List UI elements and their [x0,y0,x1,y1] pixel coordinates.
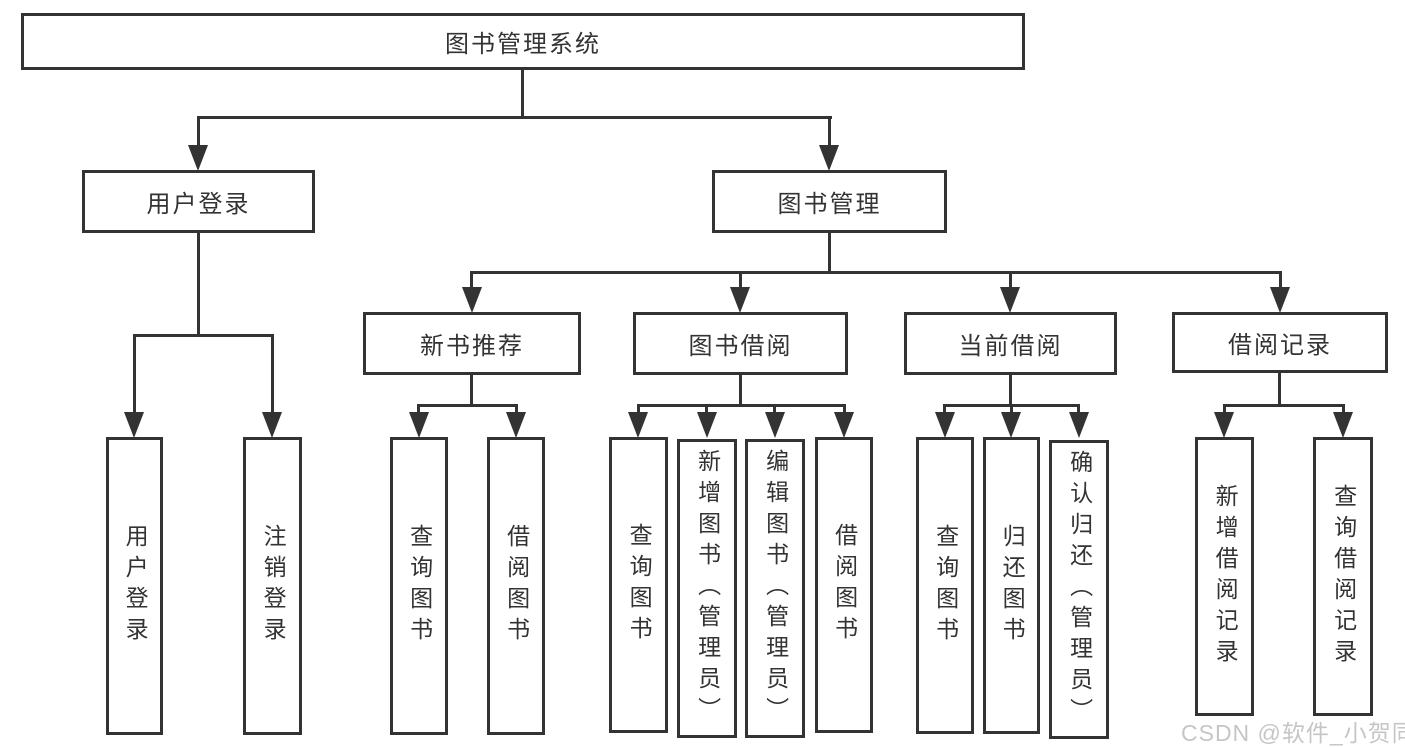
connector-new-book-branch [417,404,518,407]
node-label: 确认归还（管理员） [1066,450,1093,729]
node-cur-confirm-return: 确认归还（管理员） [1049,440,1109,739]
node-label: 查询借阅记录 [1330,483,1357,670]
node-rec-query-book: 查询图书 [390,437,448,735]
node-label: 新书推荐 [420,333,524,360]
down-arrow-icon [462,287,482,313]
connector-level2-shaft [470,273,473,291]
node-bb-borrow-book: 借阅图书 [815,437,873,733]
down-arrow-icon [730,287,750,313]
down-arrow-icon [834,412,854,438]
connector-root-stem [521,70,524,119]
node-label: 新增图书（管理员） [694,449,721,728]
node-label: 注销登录 [260,524,287,648]
node-label: 查询图书 [932,523,959,648]
node-label: 借阅记录 [1228,332,1332,359]
node-book-borrow: 图书借阅 [633,312,848,375]
connector-user-login-stem [197,233,200,337]
node-label: 图书管理 [777,191,882,218]
node-label: 编辑图书（管理员） [762,449,789,728]
node-new-book-recommend: 新书推荐 [363,312,581,375]
node-rc-add-record: 新增借阅记录 [1195,437,1254,716]
connector-root-branch [197,116,832,119]
node-book-management: 图书管理 [712,170,947,233]
down-arrow-icon [628,412,648,438]
connector-level2-shaft [1279,273,1282,291]
down-arrow-icon [506,412,526,438]
down-arrow-icon [262,412,282,438]
node-label: 归还图书 [999,523,1026,648]
node-current-borrow: 当前借阅 [904,312,1117,375]
node-label: 借阅图书 [503,524,530,648]
connector-new-book-stem [470,375,473,407]
node-cur-return-book: 归还图书 [983,437,1040,734]
connector-book-borrow-stem [739,375,742,406]
down-arrow-icon [409,412,429,438]
connector-book-management-branch [470,271,1282,274]
node-root: 图书管理系统 [21,13,1025,70]
connector-user-login-branch [133,334,274,337]
node-leaf-logout: 注销登录 [243,437,302,735]
connector-book-borrow-branch [637,404,846,407]
down-arrow-icon [1333,412,1353,438]
down-arrow-icon [819,145,839,171]
down-arrow-icon [1069,412,1089,438]
down-arrow-icon [935,412,955,438]
down-arrow-icon [188,145,208,171]
down-arrow-icon [1001,412,1021,438]
node-rec-borrow-book: 借阅图书 [487,437,545,735]
down-arrow-icon [1270,287,1290,313]
connector-borrow-records-stem [1278,373,1281,406]
connector-leaf-shaft [133,336,136,416]
connector-current-borrow-branch [943,404,1080,407]
node-label: 图书借阅 [688,333,793,360]
node-bb-add-book: 新增图书（管理员） [677,439,737,738]
connector-borrow-records-branch [1223,404,1345,407]
down-arrow-icon [1214,412,1234,438]
node-bb-query-book: 查询图书 [609,437,668,733]
node-rc-query-record: 查询借阅记录 [1313,437,1373,716]
connector-user-login-shaft [197,117,200,152]
node-label: 新增借阅记录 [1212,483,1239,670]
down-arrow-icon [697,412,717,438]
connector-book-management-stem [828,233,831,274]
node-cur-query-book: 查询图书 [916,437,974,734]
node-borrow-records: 借阅记录 [1172,312,1388,373]
node-user-login: 用户登录 [82,170,315,233]
node-label: 查询图书 [406,524,433,648]
connector-book-management-shaft [828,117,831,152]
down-arrow-icon [124,412,144,438]
node-label: 用户登录 [122,524,149,648]
connector-leaf-shaft [271,336,274,416]
node-label: 查询图书 [626,523,653,647]
down-arrow-icon [765,412,785,438]
node-leaf-user-login: 用户登录 [106,437,163,735]
node-label: 当前借阅 [958,333,1063,360]
connector-current-borrow-stem [1009,375,1012,406]
down-arrow-icon [1000,287,1020,313]
node-bb-edit-book: 编辑图书（管理员） [745,439,805,738]
node-label: 用户登录 [146,191,251,218]
watermark: CSDN @软件_小贺同学 [1181,720,1405,746]
node-label: 图书管理系统 [445,31,601,58]
connector-level2-shaft [739,273,742,291]
node-label: 借阅图书 [831,523,858,647]
connector-level2-shaft [1009,273,1012,291]
